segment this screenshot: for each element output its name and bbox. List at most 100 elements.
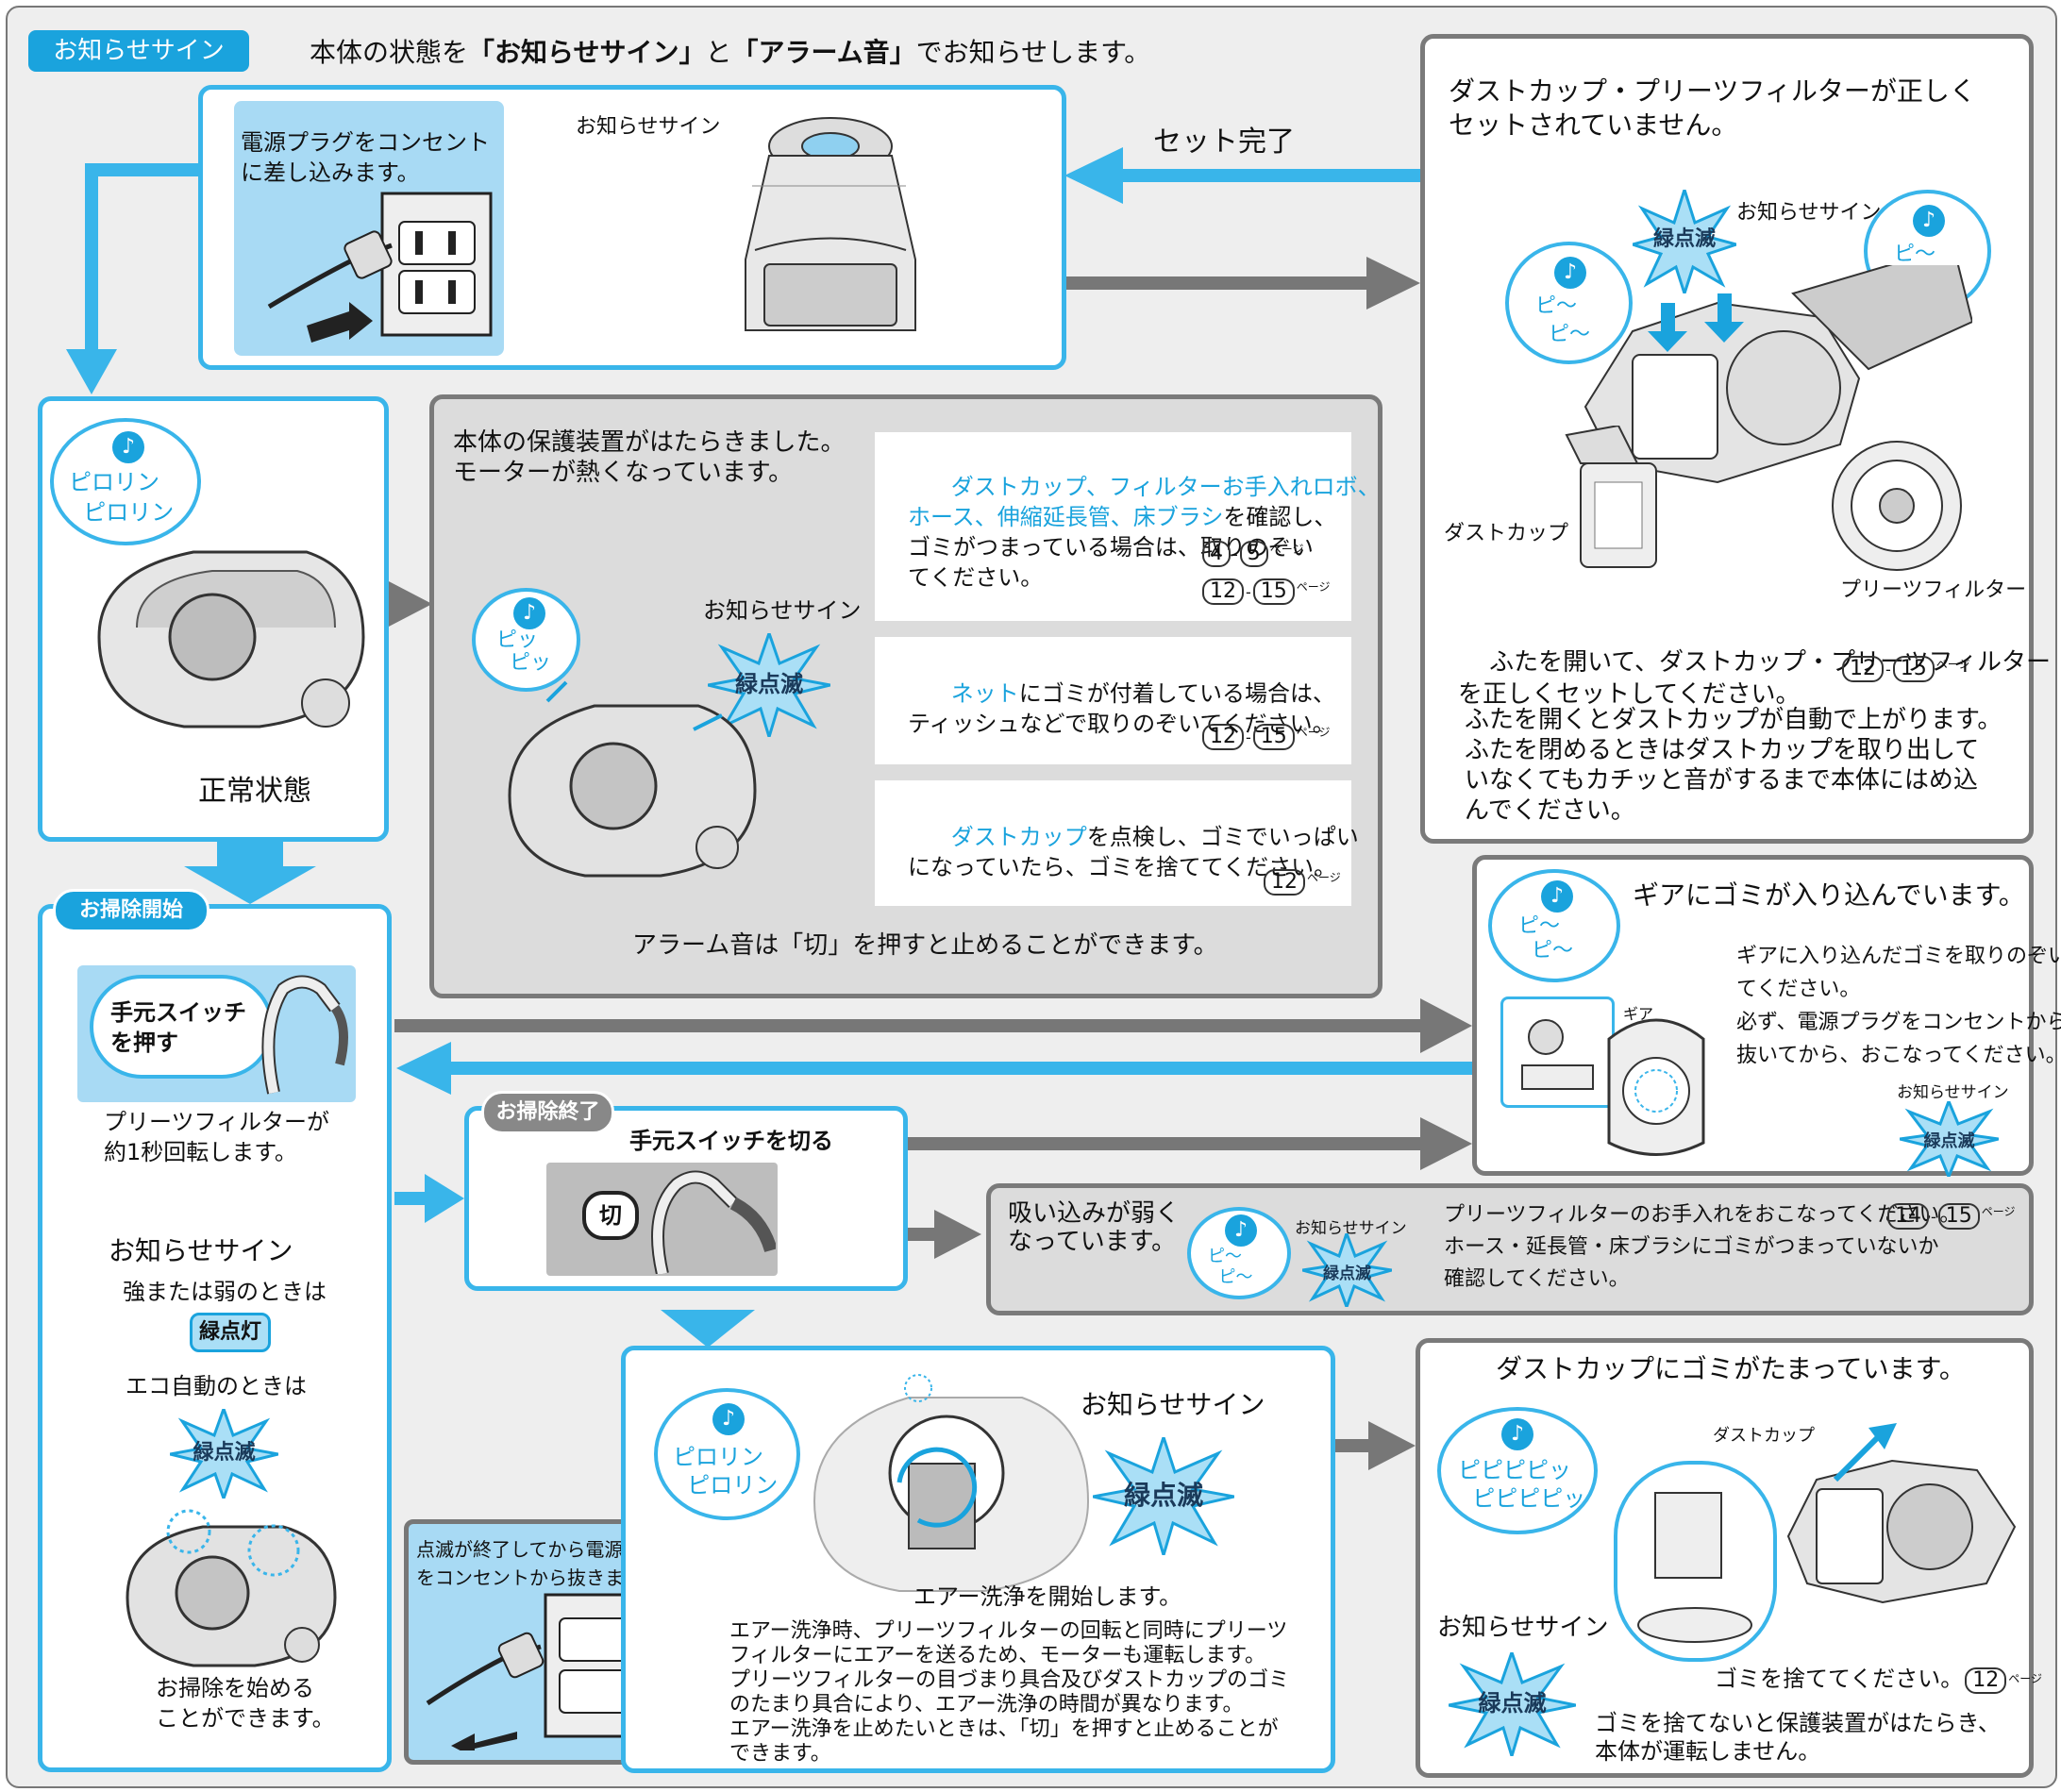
protect-check2-cyan: ネット [950, 680, 1019, 707]
start-eco: エコ自動のときは [126, 1373, 307, 1399]
page-ref: 12 [1202, 724, 1244, 750]
protect-blink-star: 緑点滅 [708, 633, 830, 737]
dustcup-set-blink-star: 緑点滅 [1633, 190, 1736, 293]
page-ref-suffix: ページ [1269, 543, 1304, 556]
dustcup-set-blink-text: 緑点滅 [1652, 227, 1716, 251]
start-strong-weak: 強または弱のときは [123, 1279, 327, 1305]
protect-panel: 本体の保護装置がはたらきました。 モーターが熱くなっています。 ♪ ピッ ピッ … [429, 394, 1382, 998]
air-desc: エアー洗浄時、プリーツフィルターの回転と同時にプリーツ フィルターにエアーを送る… [729, 1619, 1290, 1766]
dustcup-illustration [1565, 426, 1657, 568]
dustcup-set-panel: ダストカップ・プリーツフィルターが正しく セットされていません。 緑点滅 お知ら… [1420, 34, 2051, 844]
full-blink-star: 緑点滅 [1449, 1652, 1576, 1756]
air-sound: ピロリン ピロリン [673, 1444, 779, 1499]
outlet-plug-illustration [267, 192, 493, 343]
end-tag: お掃除終了 [481, 1091, 614, 1134]
protect-check1-cyan: ダストカップ、フィルターお手入れロボ、 ホース、伸縮延長管、床ブラシ [908, 474, 1381, 530]
music-note-icon: ♪ [112, 431, 144, 463]
full-sound-bubble: ♪ ピピピピッ ピピピピッ [1437, 1407, 1598, 1534]
music-note-icon: ♪ [513, 597, 545, 629]
plug-panel: 電源プラグをコンセント に差し込みます。 お知らせサイン [198, 85, 1066, 370]
open-vacuum-illustration [1583, 265, 1972, 484]
start-panel: 手元スイッチ を押す プリーツフィルターが 約1秒回転します。 お知らせサイン … [38, 904, 392, 1772]
start-ready: お掃除を始める ことができます。 [156, 1675, 335, 1732]
end-switch-label: 切 [599, 1202, 622, 1229]
set-complete-label: セット完了 [1153, 126, 1295, 159]
gear-sound: ピ～ ピ～ [1518, 914, 1573, 963]
weak-blink-star: 緑点滅 [1302, 1233, 1392, 1307]
page-ref: 15 [1252, 578, 1295, 605]
dustcup-set-instruction-text: ふたを開いて、ダストカップ・プリーツフィルター を正しくセットしてください。 [1458, 648, 2051, 709]
start-rotate: プリーツフィルターが 約1秒回転します。 [104, 1109, 330, 1165]
weak-sign-label: お知らせサイン [1295, 1219, 1407, 1238]
start-blink-star: 緑点滅 [170, 1409, 278, 1499]
protect-check2: ネットにゴミが付着している場合は、 ティッシュなどで取りのぞいてください。 12… [875, 637, 1351, 764]
normal-label: 正常状態 [198, 775, 311, 808]
music-note-icon: ♪ [1554, 257, 1586, 289]
header-pre: 本体の状態を [310, 37, 469, 68]
gear-panel: ♪ ピ～ ピ～ ギアにゴミが入り込んでいます。 ギア ギアに入り込んだゴミを取り… [1472, 855, 2061, 1177]
protect-title: 本体の保護装置がはたらきました。 モーターが熱くなっています。 [453, 428, 846, 487]
music-note-icon: ♪ [1913, 205, 1945, 237]
gear-icon [1521, 1019, 1594, 1090]
start-sign-label: お知らせサイン [109, 1235, 293, 1266]
header-mid: と [705, 37, 732, 68]
dustcup-set-sound-bubble-left: ♪ ピ～ ピ～ [1505, 242, 1633, 364]
protect-sign-label: お知らせサイン [703, 597, 862, 624]
plug-instruction: 電源プラグをコンセント に差し込みます。 [241, 129, 490, 186]
gear-sound-bubble: ♪ ピ～ ピ～ [1488, 869, 1620, 982]
weak-text: プリーツフィルターのお手入れをおこなってください。 ホース・延長管・床ブラシにゴ… [1444, 1203, 1961, 1291]
protect-sound-bubble: ♪ ピッ ピッ [472, 588, 580, 692]
gear-blink-star: 緑点滅 [1900, 1101, 1999, 1177]
header-q1: 「お知らせサイン」 [468, 37, 706, 68]
page-ref: 15 [1252, 724, 1295, 750]
page-ref-suffix: ページ [1981, 1205, 2016, 1218]
full-panel: ダストカップにゴミがたまっています。 ♪ ピピピピッ ピピピピッ ダストカップ … [1416, 1338, 2042, 1778]
end-panel: 手元スイッチを切る 切 [464, 1106, 908, 1291]
weak-panel: 吸い込みが弱く なっています。 ♪ ピ～ ピ～ お知らせサイン 緑点滅 プリーツ… [986, 1183, 2034, 1315]
page-ref: 5 [1239, 541, 1268, 567]
dustcup-set-title: ダストカップ・プリーツフィルターが正しく セットされていません。 [1449, 75, 1976, 141]
music-note-icon: ♪ [1541, 880, 1573, 913]
dustcup-set-label-dustcup: ダストカップ [1444, 522, 1569, 545]
music-note-icon: ♪ [1501, 1418, 1533, 1450]
page-ref: 4 [1202, 541, 1231, 567]
dustcup-set-sound-left: ピ～ ピ～ [1535, 294, 1590, 346]
start-tag: お掃除開始 [53, 889, 209, 932]
full-blink-text: 緑点滅 [1478, 1690, 1547, 1717]
vacuum-ready-illustration [126, 1509, 337, 1667]
protect-check2-text: ネットにゴミが付着している場合は、 ティッシュなどで取りのぞいてください。 [908, 648, 1335, 769]
start-callout-bubble: 手元スイッチ を押す [90, 975, 274, 1079]
gear-sign-label: お知らせサイン [1897, 1083, 2009, 1102]
air-panel: ♪ ピロリン ピロリン お知らせサイン 緑点滅 エアー洗浄を開始します。 エアー… [621, 1346, 1335, 1773]
air-blink-star: 緑点滅 [1093, 1437, 1234, 1555]
gear-detail-inset [1500, 996, 1615, 1108]
page-ref: 12 [1965, 1667, 2007, 1694]
vacuum-top-illustration [97, 550, 365, 729]
dustcup-set-sign-label: お知らせサイン [1736, 201, 1882, 225]
page-ref: 15 [1937, 1203, 1980, 1230]
page-ref-suffix: ページ [1307, 871, 1341, 884]
page-ref-suffix: ページ [1296, 726, 1331, 739]
dustcup-set-instruction: ふたを開いて、ダストカップ・プリーツフィルター を正しくセットしてください。 [1458, 614, 2051, 743]
start-callout: 手元スイッチ を押す [110, 999, 246, 1056]
gear-blink-text: 緑点滅 [1923, 1131, 1975, 1151]
protect-sound: ピッ ピッ [496, 628, 551, 675]
dustcup-set-label-filter: プリーツフィルター [1840, 578, 2027, 602]
header-line: 本体の状態を「お知らせサイン」と「アラーム音」でお知らせします。 [310, 36, 1150, 70]
protect-check1: ダストカップ、フィルターお手入れロボ、 ホース、伸縮延長管、床ブラシを確認し、 … [875, 432, 1381, 621]
air-blink-text: 緑点滅 [1123, 1480, 1203, 1511]
air-sign-label: お知らせサイン [1081, 1389, 1265, 1420]
protect-check3-cyan: ダストカップ [950, 824, 1087, 850]
air-start: エアー洗浄を開始します。 [913, 1583, 1182, 1610]
page-ref: 12 [1842, 656, 1884, 682]
handle-off-illustration [651, 1170, 776, 1274]
page-ref: 14 [1887, 1203, 1929, 1230]
start-lit-badge: 緑点灯 [190, 1313, 271, 1352]
vacuum-underside-illustration [1607, 1018, 1705, 1156]
vacuum-hot-illustration [508, 680, 757, 878]
